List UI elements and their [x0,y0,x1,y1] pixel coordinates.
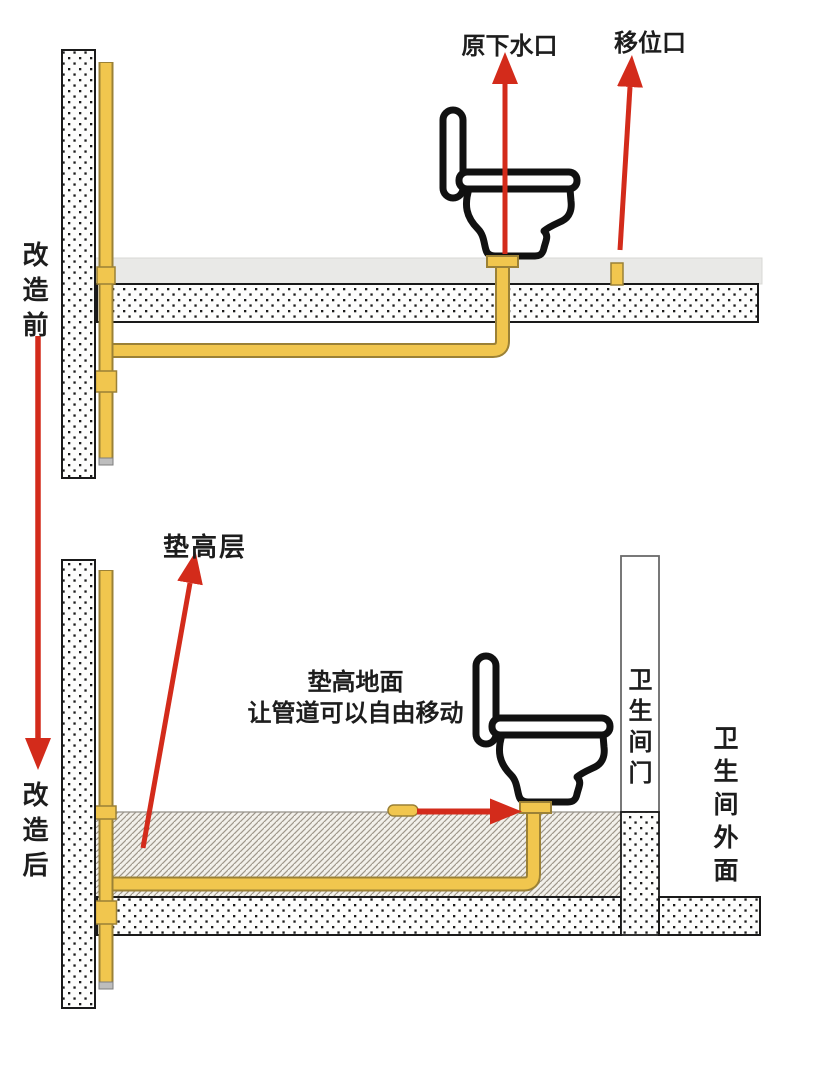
drain-branch-pipe-after [106,808,541,892]
toilet-before [443,110,577,267]
label-bathroom-door: 卫生间门 [624,667,652,791]
note-raise-floor: 垫高地面 让管道可以自由移动 [238,667,473,729]
pipe-coupling [94,370,118,393]
wall-stack-pipe-after [93,570,118,990]
arrow-raised-layer [140,551,203,849]
wall-before [61,49,96,479]
wall-stack-pipe-before [94,62,118,466]
pipe-end-cap [98,981,114,990]
relocated-outlet-stub [610,262,624,286]
note-line-2: 让管道可以自由移动 [247,699,464,727]
label-relocated-outlet: 移位口 [614,29,686,57]
wall-after [61,559,96,1009]
old-outlet-stub [387,804,419,817]
pipe-coupling [94,900,118,925]
toilet-after [476,656,610,813]
drain-branch-pipe-before [106,262,510,358]
arrow-relocated-outlet [617,55,643,251]
note-line-1: 垫高地面 [307,668,404,696]
label-outside-bathroom: 卫生间外面 [710,725,739,890]
label-raised-layer: 垫高层 [163,533,248,563]
floor-slab-after-inside [96,896,622,936]
pipe-coupling [93,805,117,820]
wall-below-door [620,811,660,936]
pipe-end-cap [98,457,114,466]
floor-finish-strip-before [94,257,763,285]
floor-slab-before [96,283,759,323]
label-original-drain: 原下水口 [461,32,558,60]
label-after-renovation: 改造后 [18,781,48,886]
pipe-coupling [96,266,116,285]
floor-slab-outside [658,896,761,936]
label-before-renovation: 改造前 [18,241,48,346]
